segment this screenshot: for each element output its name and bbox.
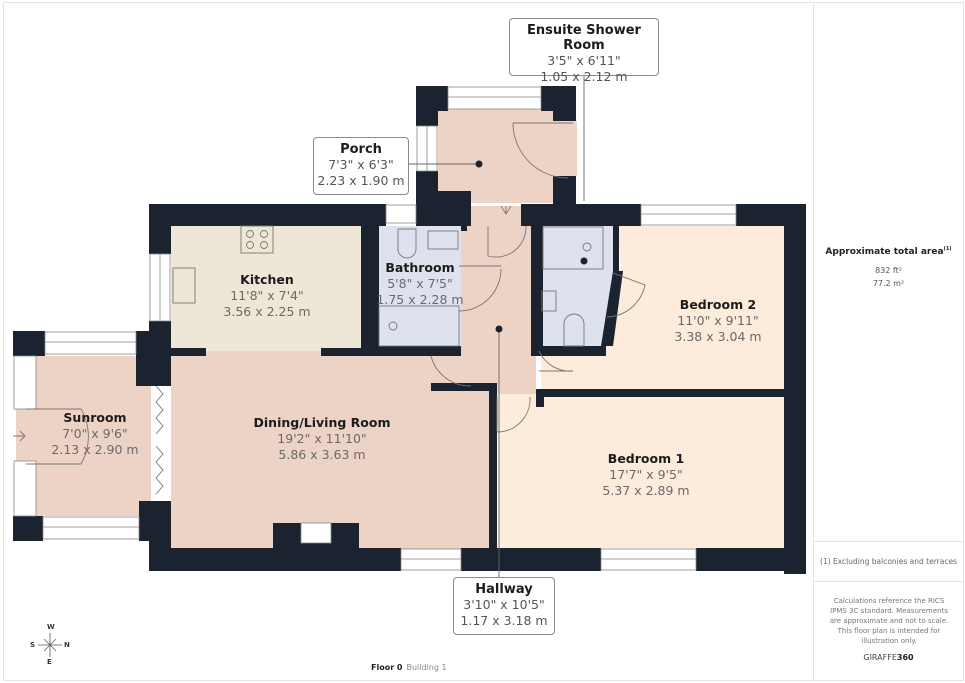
room-metric: 3.56 x 2.25 m <box>223 304 311 319</box>
room-metric: 5.86 x 3.63 m <box>278 447 366 462</box>
room-imperial: 5'8" x 7'5" <box>387 276 453 291</box>
compass-rose: W S N E <box>28 623 72 667</box>
compass-w: W <box>47 623 55 631</box>
room-metric: 1.75 x 2.28 m <box>376 292 464 307</box>
floorplan-frame: Ensuite Shower Room 3'5" x 6'11" 1.05 x … <box>3 2 814 681</box>
ensuite-entry-fill <box>553 121 577 176</box>
compass-e: E <box>47 658 52 666</box>
leader-lines <box>407 75 585 578</box>
room-metric: 2.13 x 2.90 m <box>51 442 139 457</box>
divider <box>814 581 963 582</box>
sunroom-label: Sunroom 7'0" x 9'6" 2.13 x 2.90 m <box>51 409 138 458</box>
room-imperial: 3'10" x 10'5" <box>463 597 545 612</box>
room-imperial: 11'8" x 7'4" <box>230 288 304 303</box>
area-title: Approximate total area(1) <box>814 246 963 257</box>
area-sqm: 77.2 m² <box>872 279 905 288</box>
room-name: Bedroom 1 <box>607 451 685 466</box>
room-metric: 2.23 x 1.90 m <box>317 173 405 188</box>
floorplan-drawing <box>13 75 806 578</box>
room-name: Bathroom <box>385 260 455 275</box>
bathroom-fill <box>379 226 461 348</box>
room-metric: 5.37 x 2.89 m <box>602 483 690 498</box>
area-title-text: Approximate total area <box>825 247 944 257</box>
kitchen-label: Kitchen 11'8" x 7'4" 3.56 x 2.25 m <box>223 271 310 320</box>
summary-panel: Approximate total area(1) 832 ft² 77.2 m… <box>813 2 964 681</box>
dining-label: Dining/Living Room 19'2" x 11'10" 5.86 x… <box>254 414 391 463</box>
compass-icon <box>38 633 62 657</box>
building-name: Building 1 <box>406 663 447 672</box>
room-imperial: 7'0" x 9'6" <box>62 426 128 441</box>
kitchen-fill <box>171 226 361 351</box>
hallway-label: Hallway 3'10" x 10'5" 1.17 x 3.18 m <box>453 577 555 635</box>
area-sqft: 832 ft² <box>875 266 902 275</box>
room-metric: 1.17 x 3.18 m <box>460 613 548 628</box>
room-imperial: 11'0" x 9'11" <box>677 313 759 328</box>
room-name: Dining/Living Room <box>253 415 391 430</box>
room-name: Porch <box>340 142 382 157</box>
brand-light: GIRAFFE <box>863 653 897 662</box>
disclaimer: Calculations reference the RICS IPMS 3C … <box>829 597 949 645</box>
room-name: Bedroom 2 <box>679 297 757 312</box>
footnote: (1) Excluding balconies and terraces <box>820 557 957 566</box>
bathroom-label: Bathroom 5'8" x 7'5" 1.75 x 2.28 m <box>376 259 463 308</box>
area-footnote-mark: (1) <box>943 246 952 252</box>
ensuite-fill <box>541 226 618 346</box>
room-metric: 3.38 x 3.04 m <box>674 329 762 344</box>
bedroom1-label: Bedroom 1 17'7" x 9'5" 5.37 x 2.89 m <box>602 450 689 499</box>
room-imperial: 7'3" x 6'3" <box>328 157 394 172</box>
porch-label: Porch 7'3" x 6'3" 2.23 x 1.90 m <box>313 137 409 195</box>
bedroom1-fill <box>498 397 785 548</box>
room-name: Hallway <box>475 582 533 597</box>
room-name: Ensuite Shower Room <box>527 23 641 53</box>
walls <box>13 86 806 574</box>
ensuite-label: Ensuite Shower Room 3'5" x 6'11" 1.05 x … <box>509 18 659 84</box>
brand-logo: GIRAFFE360 <box>814 653 963 662</box>
bedroom2-label: Bedroom 2 11'0" x 9'11" 3.38 x 3.04 m <box>674 296 761 345</box>
room-name: Kitchen <box>240 272 294 287</box>
brand-bold: 360 <box>896 653 914 662</box>
room-imperial: 19'2" x 11'10" <box>277 431 367 446</box>
fixtures <box>13 122 646 495</box>
compass-n: N <box>64 641 70 649</box>
room-metric: 1.05 x 2.12 m <box>540 69 628 84</box>
windows <box>13 86 737 571</box>
divider <box>814 541 963 542</box>
room-imperial: 17'7" x 9'5" <box>609 467 683 482</box>
sunroom-fill <box>16 356 151 516</box>
floor-name: Floor 0 <box>371 663 403 672</box>
compass-s: S <box>30 641 36 649</box>
room-name: Sunroom <box>63 410 127 425</box>
porch-fill <box>438 108 553 203</box>
room-imperial: 3'5" x 6'11" <box>547 53 621 68</box>
